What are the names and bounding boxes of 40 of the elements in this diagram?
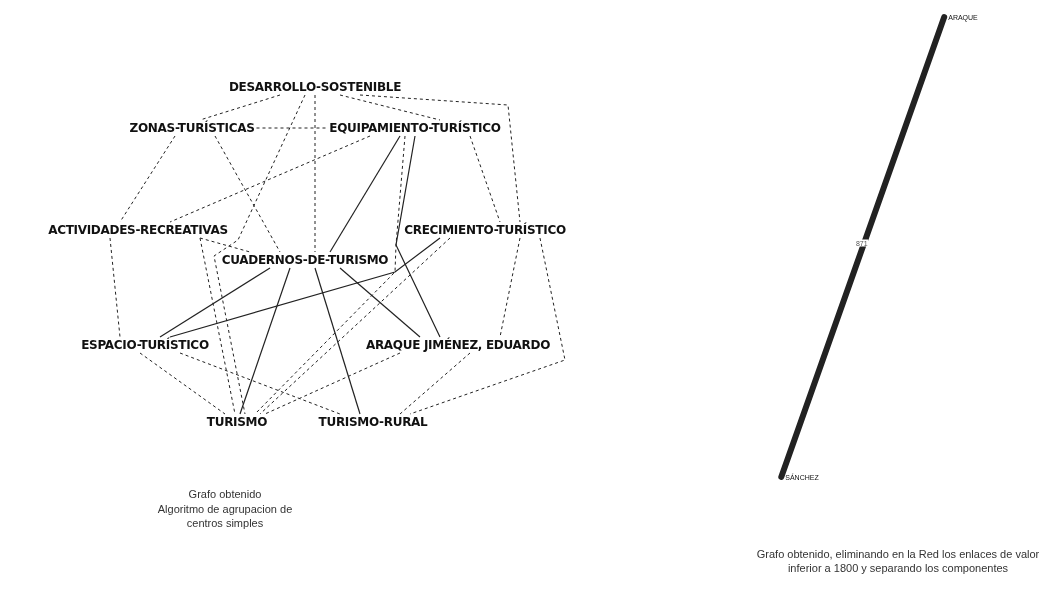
- dashed-link: [259, 237, 451, 415]
- dashed-link: [256, 127, 328, 129]
- dashed-link: [359, 94, 521, 223]
- caption-text: Algoritmo de agrupacion de centros simples: [156, 503, 294, 531]
- dashed-link: [169, 135, 371, 223]
- dashed-link: [214, 135, 281, 253]
- link-line: [159, 267, 271, 338]
- dashed-link: [139, 352, 226, 415]
- dashed-link: [179, 352, 341, 415]
- node-label: DESARROLLO-SOSTENIBLE: [227, 80, 403, 94]
- node-label: ARAQUE JIMÉNEZ, EDUARDO: [364, 338, 552, 352]
- node-label: ZONAS-TURÍSTICAS: [128, 121, 256, 135]
- node-label: CRECIMIENTO-TURÍSTICO: [403, 223, 567, 237]
- node-label: EQUIPAMIENTO-TURÍSTICO: [328, 121, 502, 135]
- caption-text: Grafo obtenido, eliminando en la Red los enlaces de valor inferior a 1800 y separando los componentes: [755, 548, 1041, 576]
- dashed-link: [469, 135, 501, 223]
- caption-text: Grafo obtenido: [187, 488, 263, 502]
- dashed-link: [499, 237, 521, 338]
- link-line: [329, 135, 401, 253]
- node-label: ACTIVIDADES-RECREATIVAS: [47, 223, 229, 237]
- dashed-link: [199, 237, 236, 415]
- dashed-link: [109, 237, 121, 338]
- node-label: TURISMO-RURAL: [317, 415, 429, 429]
- node-label: TURISMO: [205, 415, 269, 429]
- dashed-link: [399, 352, 471, 415]
- link-line: [314, 267, 361, 415]
- dashed-link: [314, 94, 316, 253]
- link-line: [778, 14, 948, 480]
- dashed-link: [254, 135, 406, 415]
- dashed-link: [199, 237, 251, 253]
- dashed-link: [409, 237, 566, 415]
- dashed-link: [213, 94, 306, 415]
- dashed-link: [264, 352, 401, 415]
- link-line: [239, 267, 291, 415]
- link-line: [169, 237, 441, 338]
- link-line: [395, 135, 441, 338]
- dashed-link: [339, 94, 441, 121]
- node-label: CUADERNOS-DE-TURISMO: [220, 253, 390, 267]
- node-label: ESPACIO-TURÍSTICO: [80, 338, 210, 352]
- link-line: [339, 267, 421, 338]
